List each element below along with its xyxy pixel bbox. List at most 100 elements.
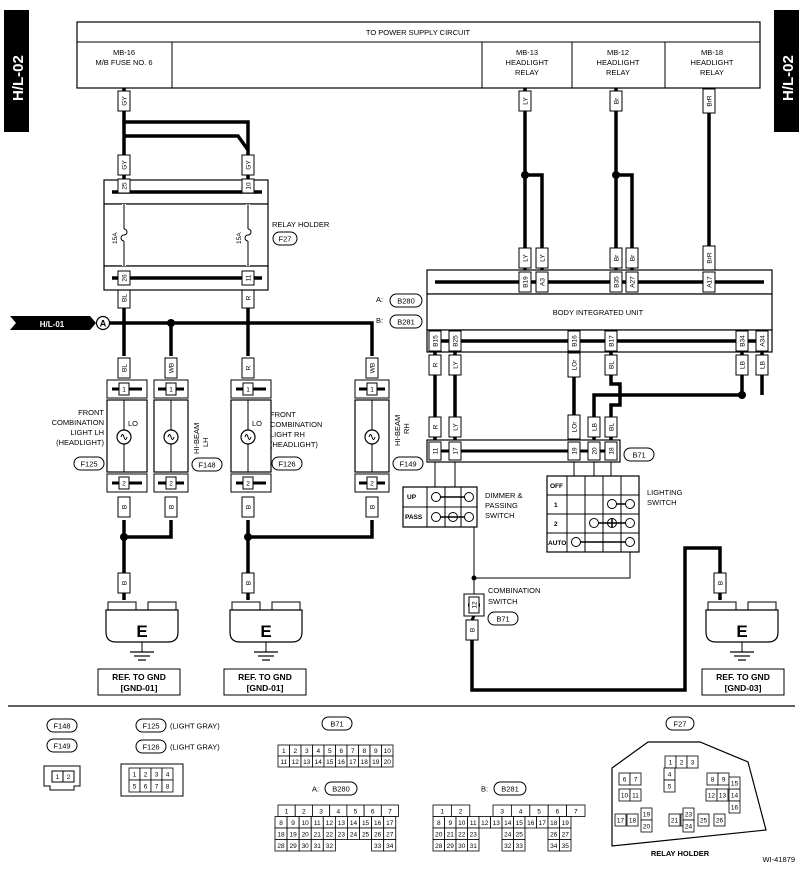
dimmer-row-up: UP <box>407 494 417 501</box>
lamp-label: COMBINATION <box>270 420 322 429</box>
lo-marker: LO <box>128 419 138 428</box>
wire-wb: WB <box>370 363 377 373</box>
legend-b71-tag[interactable]: B71 <box>330 720 343 729</box>
f148-connector-tag[interactable]: F148 <box>198 461 215 470</box>
pin-number: 19 <box>643 812 651 819</box>
ground-block-3: E REF. TO GND [GND-03] <box>701 601 785 696</box>
wire-bl: BL <box>122 364 129 372</box>
thin-wires <box>473 532 631 594</box>
pin-number: 13 <box>719 793 727 800</box>
pin-number: 21 <box>447 831 455 838</box>
pin-number: 34 <box>386 843 394 850</box>
right-page-tab[interactable]: H/L-02 <box>774 10 799 132</box>
offpage-hl01[interactable]: H/L-01 A <box>10 315 111 331</box>
legend-b280-tag[interactable]: B280 <box>332 785 350 794</box>
pin-number: 1 <box>285 808 289 815</box>
f125-connector-tag[interactable]: F125 <box>80 460 97 469</box>
pin-cell <box>614 813 627 827</box>
legend-note: (LIGHT GRAY) <box>170 743 220 752</box>
ground-ref: [GND-01] <box>247 683 284 693</box>
mb18-desc: HEADLIGHT <box>691 58 734 67</box>
relay-holder-label: RELAY HOLDER <box>272 220 330 229</box>
pin-cell <box>559 839 572 852</box>
bulb-icon <box>116 429 132 445</box>
f149-connector-tag[interactable]: F149 <box>399 460 416 469</box>
legend-b281-tag[interactable]: B281 <box>501 785 519 794</box>
mb12-desc2: RELAY <box>606 68 630 77</box>
legend-f27-tag[interactable]: F27 <box>674 720 687 729</box>
legend-prefix: A: <box>312 785 319 794</box>
lamp-label: HI-BEAM <box>192 423 201 454</box>
wire-lor: LOr <box>572 359 579 371</box>
wire-b: B <box>169 505 176 509</box>
pin-number: 18 <box>361 759 369 766</box>
legend-f125-tag[interactable]: F125 <box>142 722 159 731</box>
pin-12: 12 <box>472 601 479 609</box>
pin-18: 18 <box>609 447 616 455</box>
pin-number: 32 <box>326 843 334 850</box>
wire-gy: GY <box>122 96 129 106</box>
pin-b34: B34 <box>740 335 747 347</box>
pin-number: 31 <box>470 843 478 850</box>
pin-number: 2 <box>459 808 463 815</box>
mb13-label: MB-13 <box>516 48 538 57</box>
pin-number: 13 <box>338 820 346 827</box>
right-page-tab-label: H/L-02 <box>780 55 797 101</box>
pin-number: 22 <box>326 831 334 838</box>
wire-bl: BL <box>609 361 616 369</box>
ground-block-2: E REF. TO GND [GND-01] <box>223 601 307 696</box>
b281-connector-tag[interactable]: B281 <box>397 318 415 327</box>
lighting-row-auto: AUTO <box>548 540 566 547</box>
pin-19: 19 <box>572 447 579 455</box>
relay-pin-10: 10 <box>246 182 253 190</box>
b280-connector-tag[interactable]: B280 <box>397 297 415 306</box>
power-supply-box: TO POWER SUPPLY CIRCUIT MB-16 M/B FUSE N… <box>76 21 761 89</box>
pin-number: 6 <box>556 808 560 815</box>
pin-number: 8 <box>711 777 715 784</box>
figure-id: WI-41879 <box>762 855 795 864</box>
wire-gy: GY <box>246 160 253 170</box>
relay-pin-11: 11 <box>246 274 253 281</box>
legend-f149-tag[interactable]: F149 <box>53 742 70 751</box>
wire-bl: BL <box>609 423 616 431</box>
body-unit-label: BODY INTEGRATED UNIT <box>553 308 644 317</box>
lamp-label: LIGHT LH <box>70 428 104 437</box>
pin-17: 17 <box>453 447 460 455</box>
pin-number: 19 <box>289 831 297 838</box>
pin-number: 20 <box>384 759 392 766</box>
relay-pin-25: 25 <box>122 182 129 190</box>
bulb-icon <box>364 429 380 445</box>
legend-f126-tag[interactable]: F126 <box>142 743 159 752</box>
pin-number: 5 <box>354 808 358 815</box>
pin-number: 30 <box>302 843 310 850</box>
offpage-marker: A <box>100 319 107 329</box>
pin-number: 22 <box>458 831 466 838</box>
wire-b: B <box>370 505 377 509</box>
ground-icon <box>253 651 279 661</box>
mb16-label: MB-16 <box>113 48 135 57</box>
lamp-f125: 1 LO 2 FRONT COMBINATION LIGHT LH (HEADL… <box>52 379 148 493</box>
b71-connector-tag[interactable]: B71 <box>632 451 645 460</box>
pin-number: 6 <box>371 808 375 815</box>
pin-cell <box>640 819 653 833</box>
b71-connector-tag[interactable]: B71 <box>496 615 509 624</box>
pin-number: 3 <box>691 760 695 767</box>
pin-number: 7 <box>574 808 578 815</box>
legend-f148-tag[interactable]: F148 <box>53 722 70 731</box>
pin-number: 17 <box>386 820 394 827</box>
combination-switch-b71: 11 17 19 20 18 B71 UP PASS DIMMER & PASS… <box>402 439 683 626</box>
pin-number: 20 <box>435 831 443 838</box>
left-page-tab[interactable]: H/L-02 <box>4 10 29 132</box>
lamp-label: LH <box>201 437 210 447</box>
pin-number: 21 <box>314 831 322 838</box>
pin-number: 29 <box>289 843 297 850</box>
pin-number: 6 <box>339 748 343 755</box>
combination-label: SWITCH <box>488 597 518 606</box>
wire-b: B <box>122 581 129 585</box>
f126-connector-tag[interactable]: F126 <box>278 460 295 469</box>
f27-connector-tag[interactable]: F27 <box>279 235 292 244</box>
pin-number: 16 <box>527 820 535 827</box>
pin-number: 25 <box>362 831 370 838</box>
pin-number: 26 <box>374 831 382 838</box>
